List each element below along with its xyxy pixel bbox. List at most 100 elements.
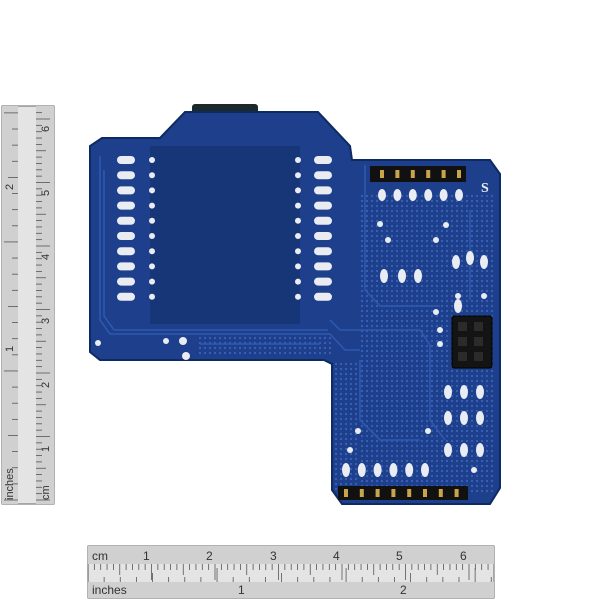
grid-hole (339, 407, 343, 411)
grid-hole (445, 399, 449, 403)
grid-hole (435, 194, 439, 198)
grid-hole (465, 294, 469, 298)
pad (444, 411, 452, 425)
grid-hole (445, 319, 449, 323)
grid-hole (435, 209, 439, 213)
grid-hole (380, 249, 384, 253)
horizontal-ruler-inch-unit: inches (92, 583, 127, 597)
grid-hole (405, 294, 409, 298)
grid-hole (365, 434, 369, 438)
grid-hole (365, 429, 369, 433)
grid-hole (485, 244, 489, 248)
header-pad (314, 277, 332, 286)
grid-hole (380, 424, 384, 428)
grid-hole (425, 359, 429, 363)
grid-hole (420, 244, 424, 248)
grid-hole (334, 412, 338, 416)
header-pin (438, 489, 443, 497)
grid-hole (405, 449, 409, 453)
grid-hole (339, 467, 343, 471)
grid-hole (405, 459, 409, 463)
grid-hole (360, 449, 364, 453)
grid-hole (445, 364, 449, 368)
grid-hole (370, 319, 374, 323)
grid-hole (460, 209, 464, 213)
grid-hole (480, 214, 484, 218)
grid-hole (370, 459, 374, 463)
grid-hole (485, 234, 489, 238)
grid-hole (420, 289, 424, 293)
grid-hole (410, 294, 414, 298)
grid-hole (475, 194, 479, 198)
grid-hole (415, 249, 419, 253)
grid-hole (400, 349, 404, 353)
grid-hole (370, 444, 374, 448)
grid-hole (465, 399, 469, 403)
grid-hole (445, 244, 449, 248)
grid-hole (370, 304, 374, 308)
grid-hole (465, 219, 469, 223)
grid-hole (390, 379, 394, 383)
grid-hole (365, 369, 369, 373)
grid-hole (334, 482, 338, 486)
grid-hole (395, 259, 399, 263)
grid-hole (365, 389, 369, 393)
grid-hole (395, 334, 399, 338)
grid-hole (263, 346, 267, 350)
grid-hole (323, 336, 327, 340)
grid-hole (395, 409, 399, 413)
grid-hole (480, 234, 484, 238)
grid-hole (360, 409, 364, 413)
grid-hole (344, 387, 348, 391)
header-pad (421, 463, 429, 477)
grid-hole (455, 469, 459, 473)
grid-hole (339, 472, 343, 476)
grid-hole (370, 394, 374, 398)
grid-hole (385, 369, 389, 373)
grid-hole (415, 399, 419, 403)
grid-hole (375, 264, 379, 268)
grid-hole (490, 474, 494, 478)
grid-hole (485, 219, 489, 223)
grid-hole (485, 419, 489, 423)
grid-hole (430, 479, 434, 483)
grid-hole (490, 254, 494, 258)
grid-hole (405, 209, 409, 213)
icsp-socket (451, 315, 493, 369)
grid-hole (455, 404, 459, 408)
grid-hole (415, 389, 419, 393)
grid-hole (405, 434, 409, 438)
grid-hole (349, 432, 353, 436)
grid-hole (400, 244, 404, 248)
grid-hole (470, 484, 474, 488)
grid-hole (380, 414, 384, 418)
grid-hole (375, 404, 379, 408)
grid-hole (455, 219, 459, 223)
grid-hole (420, 479, 424, 483)
grid-hole (380, 339, 384, 343)
grid-hole (400, 264, 404, 268)
socket-hole (474, 352, 483, 361)
grid-hole (455, 239, 459, 243)
grid-hole (400, 299, 404, 303)
grid-hole (430, 349, 434, 353)
grid-hole (435, 404, 439, 408)
grid-hole (450, 304, 454, 308)
grid-hole (248, 346, 252, 350)
grid-hole (450, 404, 454, 408)
grid-hole (360, 454, 364, 458)
grid-hole (365, 354, 369, 358)
grid-hole (400, 404, 404, 408)
grid-hole (425, 399, 429, 403)
grid-hole (485, 444, 489, 448)
grid-hole (440, 304, 444, 308)
grid-hole (370, 359, 374, 363)
grid-hole (440, 449, 444, 453)
grid-hole (415, 199, 419, 203)
grid-hole (395, 389, 399, 393)
grid-hole (485, 484, 489, 488)
grid-hole (349, 362, 353, 366)
grid-hole (365, 344, 369, 348)
grid-hole (365, 219, 369, 223)
grid-hole (455, 214, 459, 218)
